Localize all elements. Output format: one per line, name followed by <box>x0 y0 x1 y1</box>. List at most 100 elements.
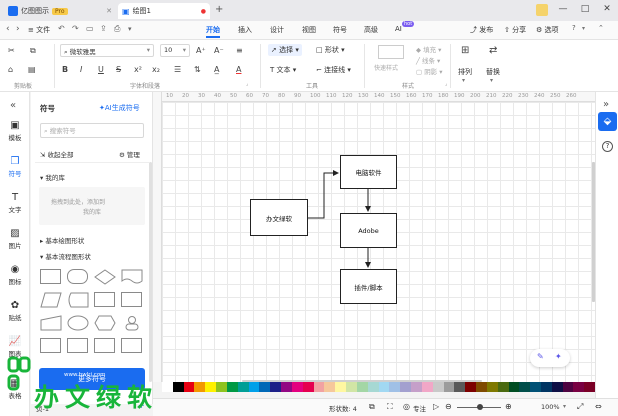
symbol-display-shape[interactable] <box>94 338 115 353</box>
bold-icon[interactable]: B <box>62 65 69 74</box>
symbol-decision-shape[interactable] <box>94 269 116 285</box>
play-icon[interactable]: ▷ <box>433 402 440 411</box>
focus-label[interactable]: 专注 <box>413 405 426 413</box>
add-page-button[interactable]: + <box>138 401 145 410</box>
cut-icon[interactable]: ✂ <box>8 46 15 55</box>
paste-icon[interactable]: ▤ <box>28 65 36 74</box>
symbol-internal-storage-shape[interactable] <box>121 292 142 307</box>
font-color-icon[interactable]: A <box>236 65 242 74</box>
export-icon[interactable]: ⇪ <box>100 24 107 33</box>
color-swatch[interactable] <box>259 382 271 392</box>
ai-pen-icon[interactable]: ✎ <box>537 352 544 361</box>
rail-item-image[interactable]: ▨图片 <box>0 228 30 250</box>
page-tab[interactable]: 页-1 <box>36 405 49 413</box>
zoom-dropdown-icon[interactable]: ▾ <box>563 403 567 410</box>
share-button[interactable]: ⇧ 分享 <box>504 25 526 35</box>
color-swatch[interactable] <box>551 382 563 392</box>
zoom-in-icon[interactable]: ⊕ <box>505 402 512 411</box>
help-icon[interactable]: ? <box>602 141 613 152</box>
quick-style-label[interactable]: 快速样式 <box>374 65 399 72</box>
symbol-loop-limit-shape[interactable] <box>121 338 142 353</box>
collapse-panel-icon[interactable]: « <box>10 100 17 111</box>
redo-icon[interactable]: ↷ <box>72 24 79 33</box>
color-swatch[interactable] <box>205 382 217 392</box>
color-swatch[interactable] <box>291 382 303 392</box>
sparkle-icon[interactable]: ✦ <box>555 352 562 361</box>
rail-item-table[interactable]: ▦表格 <box>0 378 30 400</box>
color-swatch[interactable] <box>476 382 487 392</box>
node-computer-software[interactable]: 电脑软件 <box>340 155 397 189</box>
avatar[interactable] <box>536 4 548 16</box>
color-swatch[interactable] <box>497 382 509 392</box>
symbol-ellipse-shape[interactable] <box>67 315 89 331</box>
symbol-data-shape[interactable] <box>40 292 62 308</box>
options-button[interactable]: ⚙ 选项 <box>536 25 559 35</box>
symbol-database-shape[interactable] <box>67 292 89 308</box>
font-name-select[interactable]: ⌕ 微软雅黑 ▾ <box>60 44 154 57</box>
tab-home-close-icon[interactable]: ✕ <box>106 7 112 15</box>
select-tool-button[interactable]: ➚ 选择 ▾ <box>268 44 302 56</box>
fullscreen-icon[interactable]: ⛶ <box>387 402 393 411</box>
ai-generate-symbol-button[interactable]: ✦AI生成符号 <box>99 103 140 113</box>
rail-item-template[interactable]: ▣模板 <box>0 120 30 142</box>
zoom-slider[interactable] <box>457 404 501 410</box>
basic-flow-header[interactable]: ▾ 基本流程图形状 <box>40 251 91 261</box>
color-swatch[interactable] <box>486 382 498 392</box>
strikethrough-icon[interactable]: S <box>116 65 122 74</box>
color-swatch[interactable] <box>584 382 596 392</box>
help-icon[interactable]: ? <box>572 24 576 32</box>
color-swatch[interactable] <box>540 382 552 392</box>
menu-design[interactable]: 设计 <box>270 26 284 34</box>
text-tool-button[interactable]: T 文本 ▾ <box>270 65 296 75</box>
symbol-document-shape[interactable] <box>121 269 143 285</box>
color-swatch[interactable] <box>573 382 585 392</box>
focus-icon[interactable]: ◎ <box>403 402 410 411</box>
node-adobe[interactable]: Adobe <box>340 213 397 248</box>
color-swatch[interactable] <box>313 382 325 392</box>
vertical-scrollbar[interactable] <box>592 162 595 302</box>
fit-page-icon[interactable]: ⤢ <box>577 402 584 411</box>
symbol-person-shape[interactable] <box>121 315 143 331</box>
color-swatch[interactable] <box>183 382 195 392</box>
layers-icon[interactable]: ⧉ <box>369 402 375 411</box>
rail-item-symbol[interactable]: ❒符号 <box>0 156 30 178</box>
tab-home[interactable]: 亿图图示 Pro ✕ <box>4 3 116 19</box>
menu-insert[interactable]: 插入 <box>238 26 252 34</box>
superscript-icon[interactable]: x² <box>134 65 142 74</box>
color-swatch[interactable] <box>335 382 347 392</box>
color-swatch[interactable] <box>162 382 173 392</box>
color-swatch[interactable] <box>443 382 455 392</box>
color-swatch[interactable] <box>421 382 433 392</box>
color-swatch[interactable] <box>465 382 477 392</box>
color-swatch[interactable] <box>530 382 541 392</box>
drawing-canvas[interactable]: 办文绿软 电脑软件 Adobe 插件/脚本 ✎ ✦ <box>162 102 595 382</box>
format-painter-icon[interactable]: ⌂ <box>8 65 14 74</box>
font-dialog-launcher-icon[interactable]: ⌟ <box>246 81 249 87</box>
publish-button[interactable]: ⤴ 发布 <box>470 25 493 35</box>
color-swatch[interactable] <box>346 382 357 392</box>
color-swatch[interactable] <box>367 382 379 392</box>
color-swatch[interactable] <box>519 382 531 392</box>
color-swatch[interactable] <box>302 382 314 392</box>
color-swatch[interactable] <box>432 382 444 392</box>
subscript-icon[interactable]: x₂ <box>152 65 160 74</box>
my-library-header[interactable]: ▾ 我的库 <box>40 172 65 182</box>
line-button[interactable]: ╱ 线条 ▾ <box>416 55 440 65</box>
menu-symbol[interactable]: 符号 <box>333 26 347 34</box>
color-swatch[interactable] <box>454 382 466 392</box>
copy-icon[interactable]: ⧉ <box>30 46 36 55</box>
symbol-predefined-process-shape[interactable] <box>94 292 115 307</box>
menu-view[interactable]: 视图 <box>302 26 316 34</box>
close-button[interactable]: ✕ <box>603 4 611 14</box>
symbol-terminator-shape[interactable] <box>67 269 88 284</box>
color-swatch[interactable] <box>226 382 238 392</box>
decrease-font-icon[interactable]: A⁻ <box>214 46 224 55</box>
italic-icon[interactable]: I <box>80 65 83 74</box>
rail-item-sticker[interactable]: ✿贴纸 <box>0 300 30 322</box>
color-swatch[interactable] <box>411 382 422 392</box>
minimize-button[interactable]: — <box>558 4 568 14</box>
node-office[interactable]: 办文绿软 <box>250 199 308 236</box>
symbol-delay-shape[interactable] <box>67 338 88 353</box>
symbol-search-input[interactable]: ⌕ 搜索符号 <box>40 123 144 138</box>
